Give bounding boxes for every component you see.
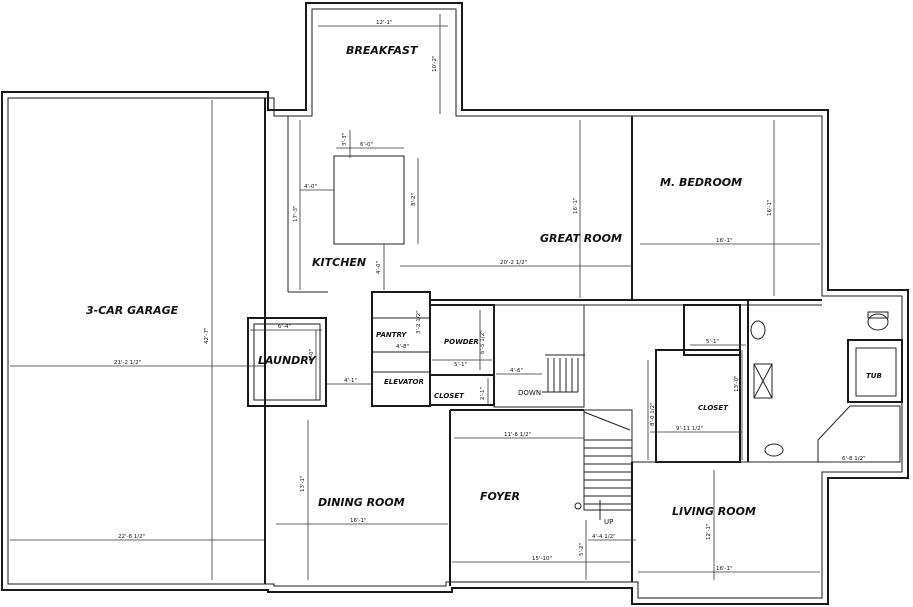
dim-bedroom-h: 16'-1": [767, 199, 773, 216]
dimension-texts: 12'-1" 10'-2" 6'-0" 3'-3" 8'-2" 4'-0" 17…: [114, 20, 866, 572]
fixtures: [542, 311, 889, 520]
dim-living-h: 12'-1": [706, 523, 712, 540]
dim-great-room-h: 16'-1": [573, 197, 579, 214]
room-dining: DINING ROOM: [318, 496, 405, 509]
room-laundry: LAUNDRY: [258, 354, 317, 367]
dim-tub-diag: 6'-8 1/2": [842, 456, 866, 462]
dim-hall-w: 4'-1": [344, 378, 357, 384]
room-foyer: FOYER: [480, 490, 520, 503]
dim-closet-w: 9'-11 1/2": [676, 426, 703, 432]
dim-laundry-h: 7'-0": [309, 349, 315, 362]
dim-powder-w: 5'-1": [454, 362, 467, 368]
dim-island-w: 6'-0": [360, 142, 373, 148]
dim-foyer-bottom: 15'-10": [532, 556, 552, 562]
toilet-icon: [867, 313, 889, 331]
dim-great-room-w: 20'-2 1/2": [500, 260, 527, 266]
dim-garage-bottom-w: 22'-8 1/2": [118, 534, 145, 540]
dim-breakfast-h: 10'-2": [432, 55, 438, 72]
room-breakfast: BREAKFAST: [346, 44, 419, 57]
room-closet: CLOSET: [698, 404, 729, 412]
dimension-lines: [10, 14, 870, 580]
dim-pantry-w: 4'-8": [396, 344, 409, 350]
room-closet-small: CLOSET: [434, 392, 465, 400]
dim-pantry-h: 3'-2 1/2": [416, 310, 422, 334]
stair-up-label: UP: [604, 518, 613, 526]
room-tub: TUB: [866, 372, 882, 380]
dim-island-h: 8'-2": [411, 193, 417, 206]
dim-closet-small-h: 2'-1": [480, 387, 486, 400]
room-kitchen: KITCHEN: [312, 256, 366, 269]
sink-icon: [750, 320, 766, 340]
dim-bath-w: 5'-1": [706, 339, 719, 345]
dim-bath-h: 13'-0": [734, 375, 740, 392]
dim-bedroom-w: 16'-1": [716, 238, 733, 244]
room-powder: POWDER: [444, 338, 479, 346]
dim-garage-w: 21'-2 1/2": [114, 360, 141, 366]
dim-foyer-small: 5'-2": [579, 543, 585, 556]
dim-foyer-stair: 4'-4 1/2": [592, 534, 616, 540]
room-garage: 3-CAR GARAGE: [86, 304, 179, 317]
dim-powder-h: 6'-5 1/2": [480, 330, 486, 354]
stair-treads-upper: [547, 358, 579, 392]
dim-closet-h: 8'-0 1/2": [650, 402, 656, 426]
dim-foyer-w: 11'-6 1/2": [504, 432, 531, 438]
room-elevator: ELEVATOR: [384, 378, 424, 386]
room-labels: BREAKFAST KITCHEN GREAT ROOM M. BEDROOM …: [86, 44, 882, 526]
room-great-room: GREAT ROOM: [540, 232, 622, 245]
stair-treads-lower: [583, 411, 632, 505]
room-pantry: PANTRY: [376, 331, 407, 339]
dim-island-top: 3'-3": [342, 133, 348, 146]
room-living: LIVING ROOM: [672, 505, 756, 518]
dim-dining-w: 16'-1": [350, 518, 367, 524]
dim-stair-top: 4'-6": [510, 368, 523, 374]
dim-kitchen-bottom: 4'-0": [376, 261, 382, 274]
interior-walls: [247, 98, 903, 586]
dim-breakfast-w: 12'-1": [376, 20, 393, 26]
sink-icon: [764, 443, 784, 457]
dim-garage-h: 42'-7": [204, 327, 210, 344]
dim-living-w: 16'-1": [716, 566, 733, 572]
dim-kitchen-h: 17'-3": [293, 205, 299, 222]
dim-dining-h: 13'-1": [300, 475, 306, 492]
room-master-bedroom: M. BEDROOM: [660, 176, 742, 189]
dim-laundry-w: 6'-4": [278, 324, 291, 330]
stair-down-label: DOWN: [518, 389, 541, 397]
dim-kitchen-left: 4'-0": [304, 184, 317, 190]
